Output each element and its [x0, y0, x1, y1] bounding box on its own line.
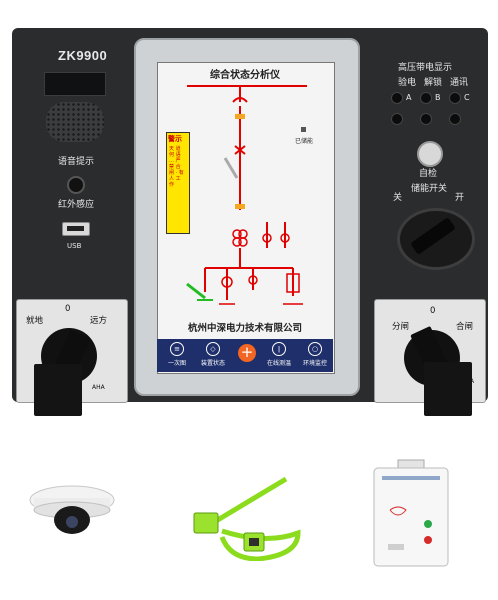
- storage-switch-label: 储能开关: [411, 184, 448, 194]
- phase-b-label: B: [435, 93, 441, 102]
- switch-brand: A: [470, 378, 475, 385]
- company-name: 杭州中深电力技术有限公司: [187, 323, 302, 334]
- warning-title: 警示: [168, 135, 182, 143]
- temperature-clamp: [193, 476, 301, 561]
- open-label: 分闸: [392, 322, 410, 332]
- nav-single-line[interactable]: ≡ 一次图: [160, 339, 194, 372]
- hv-display-label: 高压带电显示: [398, 63, 453, 73]
- phase-a-label: A: [406, 93, 412, 102]
- nav-label: 环境监控: [302, 360, 327, 367]
- nav-environment[interactable]: ○ 环境监控: [298, 339, 332, 372]
- nav-home-button[interactable]: +: [238, 344, 256, 362]
- screen-title: 综合状态分析仪: [210, 70, 280, 81]
- nav-device-status[interactable]: ◇ 装置状态: [196, 339, 230, 372]
- status-led-1: [391, 113, 403, 125]
- status-led-2: [420, 113, 432, 125]
- voice-prompt-label: 语音提示: [58, 157, 95, 167]
- display-window: [44, 72, 106, 96]
- speaker-grille: [46, 102, 104, 142]
- model-label: ZK9900: [58, 48, 108, 63]
- warning-text: 天 道 何 语 … 严 禁 合 闸 · 有 人 工 作: [169, 146, 184, 188]
- unlock-label: 解锁: [424, 78, 443, 88]
- monitor-icon: ○: [308, 342, 322, 356]
- usb-port-icon[interactable]: [62, 222, 90, 236]
- infrared-sensor: [67, 176, 85, 194]
- test-label: 验电: [398, 78, 417, 88]
- self-check-button[interactable]: [417, 141, 443, 167]
- switch-on-label: 开: [455, 193, 465, 203]
- open-close-handle-base: [424, 362, 472, 416]
- warning-sign: [166, 132, 190, 234]
- dome-camera: [29, 485, 115, 534]
- infrared-label: 红外感应: [58, 200, 95, 210]
- switch-off-label: 关: [393, 193, 403, 203]
- local-label: 就地: [26, 316, 44, 326]
- shield-icon: ◇: [206, 342, 220, 356]
- nav-label: 在线测温: [266, 360, 291, 367]
- switch-brand: AHA: [92, 384, 105, 391]
- zero-label: 0: [430, 306, 436, 316]
- self-check-label: 自检: [419, 169, 438, 179]
- thermometer-icon: ǀ: [272, 342, 286, 356]
- phase-c-label: C: [464, 93, 470, 102]
- energy-status-indicator: [301, 127, 306, 132]
- phase-c-indicator: [449, 92, 461, 104]
- phase-b-indicator: [420, 92, 432, 104]
- zero-label: 0: [65, 304, 71, 314]
- comm-label: 通讯: [450, 78, 469, 88]
- remote-label: 远方: [90, 316, 108, 326]
- status-led-3: [449, 113, 461, 125]
- single-line-diagram: [186, 85, 307, 305]
- nav-label: 装置状态: [200, 360, 225, 367]
- close-label: 合闸: [456, 322, 474, 332]
- local-remote-handle-base: [34, 364, 82, 416]
- nav-label: 一次图: [167, 360, 186, 367]
- phase-a-indicator: [391, 92, 403, 104]
- usb-label: USB: [67, 242, 82, 250]
- nav-temperature[interactable]: ǀ 在线测温: [262, 339, 296, 372]
- sensor-device: [373, 459, 449, 567]
- diagram-icon: ≡: [170, 342, 184, 356]
- energy-status-label: 已储能: [295, 138, 314, 145]
